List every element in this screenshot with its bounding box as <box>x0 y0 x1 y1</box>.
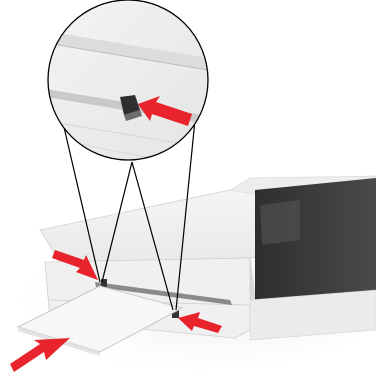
paper-insert-arrow <box>10 338 70 372</box>
printer-side-vent <box>260 200 300 245</box>
